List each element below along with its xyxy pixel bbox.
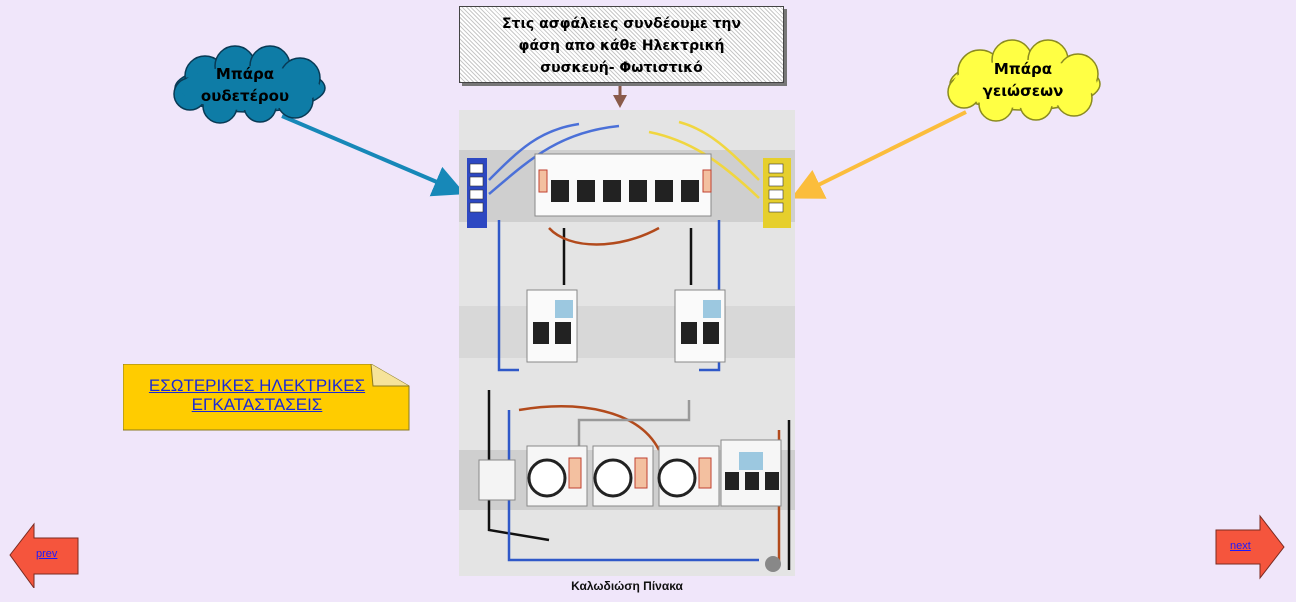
prev-label[interactable]: prev	[36, 548, 58, 560]
neutral-bar-cloud	[173, 45, 326, 124]
fuse-arrow-head	[613, 95, 627, 108]
next-label[interactable]: next	[1230, 540, 1251, 552]
panel-wiring-diagram	[459, 110, 795, 576]
ground-arrow	[790, 110, 967, 199]
installations-link-text[interactable]: ΕΣΩΤΕΡΙΚΕΣ ΗΛΕΚΤΡΙΚΕΣ ΕΓΚΑΤΑΣΤΑΣΕΙΣ	[127, 376, 387, 414]
neutral-bar-line2: ουδετέρου	[200, 87, 290, 105]
ground-bar-line2: γειώσεων	[982, 82, 1064, 100]
installations-line1[interactable]: ΕΣΩΤΕΡΙΚΕΣ ΗΛΕΚΤΡΙΚΕΣ	[148, 376, 366, 395]
next-arrow-icon	[1215, 514, 1285, 580]
ground-bar-line1: Μπάρα	[993, 60, 1053, 78]
fuses-line2: φάση απο κάθε Ηλεκτρική	[518, 38, 725, 54]
neutral-bar-label: Μπάρα ουδετέρου	[185, 63, 305, 107]
fuses-line3: συσκευή- Φωτιστικό	[540, 60, 703, 76]
ground-bar-label: Μπάρα γειώσεων	[963, 58, 1083, 102]
prev-button[interactable]: prev	[8, 522, 80, 588]
installations-line2[interactable]: ΕΓΚΑΤΑΣΤΑΣΕΙΣ	[191, 395, 323, 414]
fuses-callout-box: Στις ασφάλειες συνδέουμε την φάση απο κά…	[459, 6, 784, 83]
fuses-line1: Στις ασφάλειες συνδέουμε την	[501, 16, 742, 32]
installations-note-link[interactable]: ΕΣΩΤΕΡΙΚΕΣ ΗΛΕΚΤΡΙΚΕΣ ΕΓΚΑΤΑΣΤΑΣΕΙΣ	[123, 364, 411, 432]
fuses-callout-text: Στις ασφάλειες συνδέουμε την φάση απο κά…	[460, 13, 783, 79]
folded-note-shape	[123, 364, 410, 431]
neutral-bar-line1: Μπάρα	[215, 65, 275, 83]
prev-arrow-icon	[9, 522, 79, 588]
neutral-arrow	[281, 114, 466, 197]
image-caption: Καλωδιώση Πίνακα	[571, 579, 683, 593]
ground-bar-cloud	[947, 39, 1101, 122]
next-button[interactable]: next	[1214, 514, 1286, 580]
